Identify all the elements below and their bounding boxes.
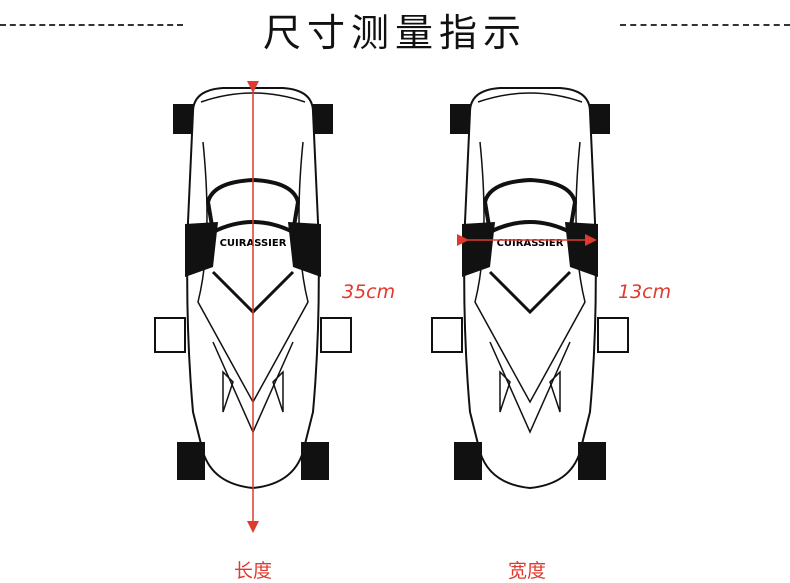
title-divider-left <box>0 24 183 26</box>
width-value: 13cm <box>618 281 672 303</box>
knee-guard-length-view: CUIRASSIER <box>153 81 353 533</box>
width-caption: 宽度 <box>508 560 547 582</box>
knee-guard-width-view: CUIRASSIER <box>430 86 630 490</box>
title-divider-right <box>620 24 790 26</box>
page-title: 尺寸测量指示 <box>262 11 527 55</box>
length-caption: 长度 <box>234 560 273 582</box>
length-value: 35cm <box>342 281 396 303</box>
